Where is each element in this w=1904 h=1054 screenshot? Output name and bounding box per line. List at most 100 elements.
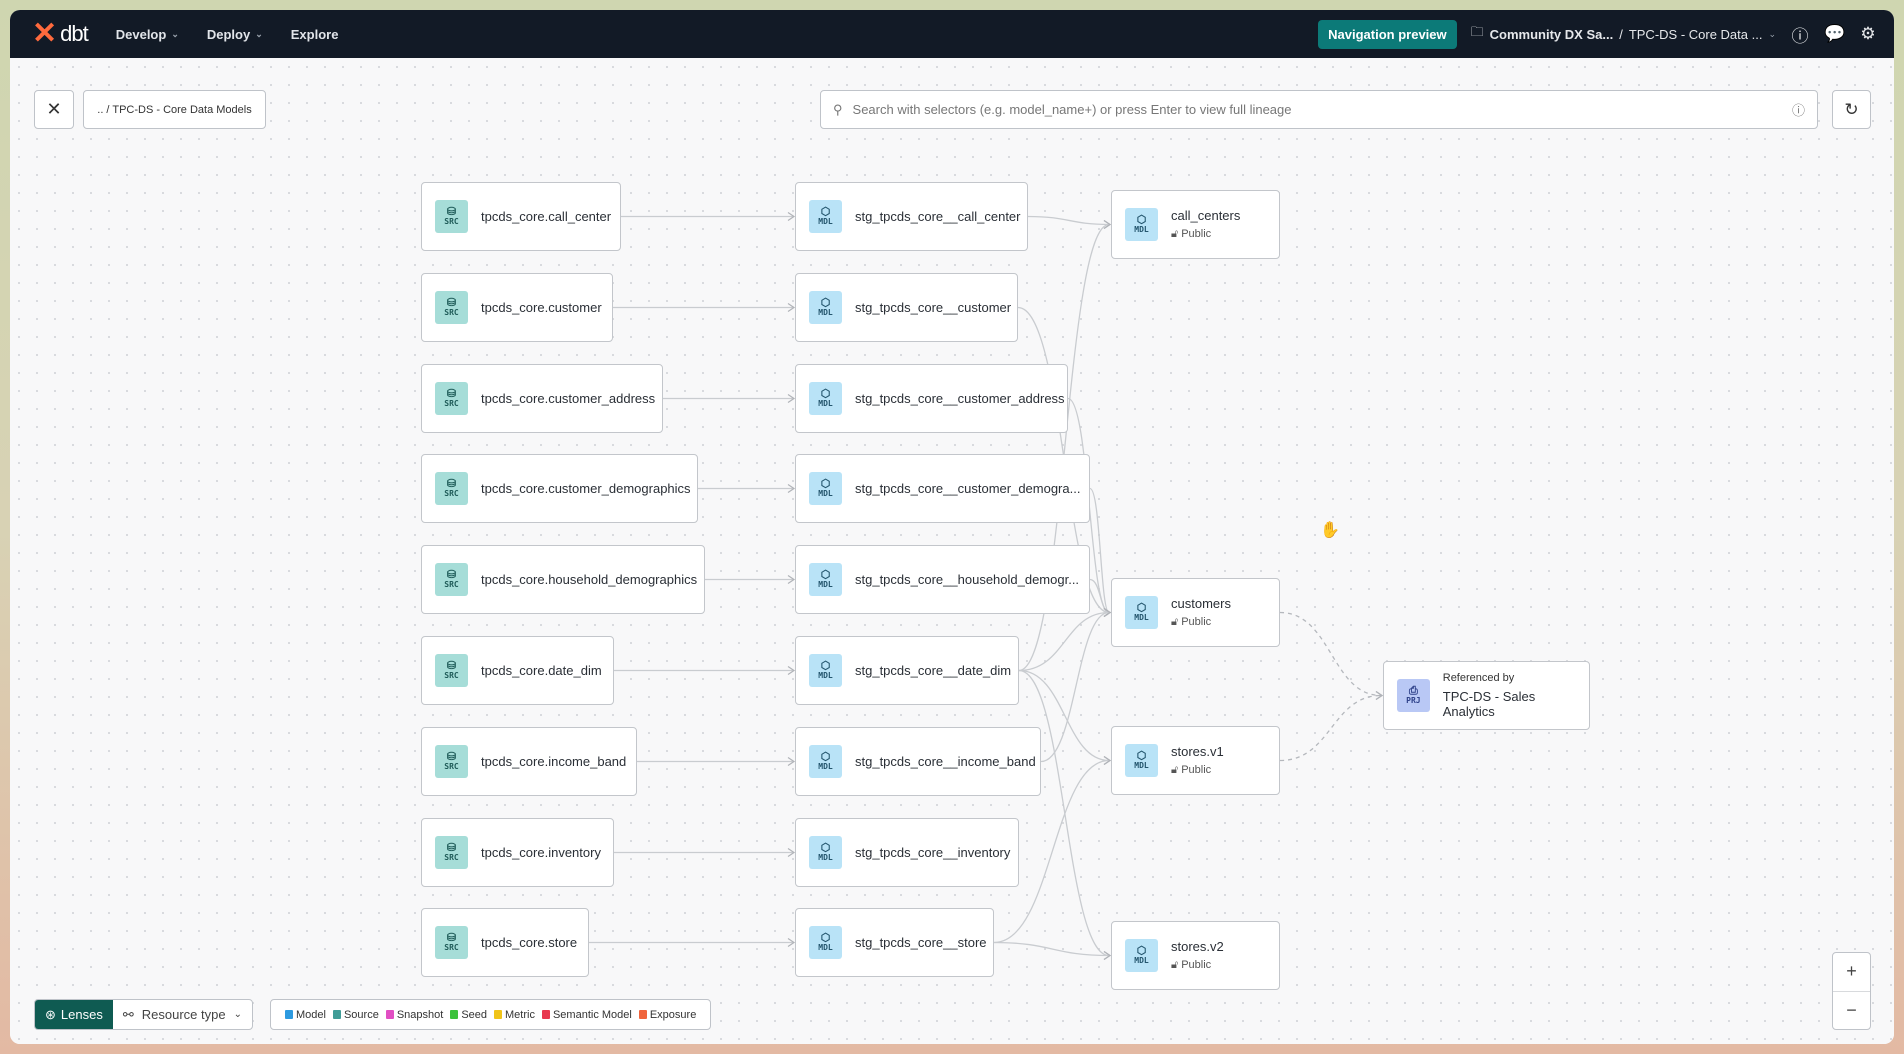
- badge-text: SRC: [444, 217, 459, 227]
- database-icon: ⛁: [446, 841, 457, 855]
- node-label: stg_tpcds_core__customer: [855, 300, 1012, 315]
- mdl-badge: ⬡MDL: [1125, 744, 1158, 777]
- feedback-icon[interactable]: 💬: [1824, 24, 1846, 43]
- edge-arrowhead: [1103, 608, 1112, 617]
- unlock-icon: 🔓︎: [1171, 228, 1179, 240]
- edge-arrowhead: [1103, 608, 1112, 617]
- legend-label: Snapshot: [396, 1008, 444, 1021]
- lineage-edge: [1027, 215, 1110, 226]
- lineage-node[interactable]: ⛁SRC tpcds_core.customer_address: [421, 364, 663, 433]
- hand-cursor-icon: ✋: [1320, 522, 1340, 539]
- refresh-button[interactable]: ↻: [1832, 90, 1871, 129]
- badge-text: SRC: [444, 580, 459, 590]
- legend-label: Semantic Model: [552, 1008, 632, 1021]
- chevron-down-icon: ⌄: [1768, 28, 1776, 39]
- src-badge: ⛁SRC: [435, 563, 468, 596]
- legend-item: Exposure: [638, 1008, 697, 1021]
- node-label: stg_tpcds_core__date_dim: [855, 663, 1012, 678]
- badge-text: MDL: [818, 308, 833, 318]
- node-label: customers: [1171, 596, 1231, 611]
- badge-text: MDL: [1134, 613, 1149, 623]
- node-label: tpcds_core.inventory: [481, 845, 601, 860]
- close-button[interactable]: ✕: [34, 90, 74, 129]
- src-badge: ⛁SRC: [435, 382, 468, 415]
- breadcrumb[interactable]: .. / TPC-DS - Core Data Models: [83, 90, 266, 129]
- lineage-edge: [1089, 487, 1110, 614]
- lenses-button[interactable]: ⊛Lenses: [35, 1000, 113, 1029]
- src-badge: ⛁SRC: [435, 291, 468, 324]
- edge-arrowhead: [1103, 608, 1112, 617]
- chevron-down-icon: ⌄: [255, 28, 263, 39]
- node-label: tpcds_core.customer_address: [481, 391, 656, 406]
- cross-project-edge: [1279, 694, 1382, 762]
- node-label: stg_tpcds_core__customer_demogra...: [855, 481, 1081, 496]
- legend-swatch: [332, 1010, 341, 1019]
- badge-text: MDL: [818, 580, 833, 590]
- info-icon[interactable]: ⓘ: [1791, 103, 1805, 118]
- legend-swatch: [385, 1010, 394, 1019]
- zoom-out-button[interactable]: −: [1833, 990, 1870, 1030]
- chevron-down-icon: ⌄: [233, 1009, 242, 1020]
- edge-arrowhead: [787, 938, 796, 947]
- badge-text: SRC: [444, 762, 459, 772]
- nav-develop[interactable]: Develop⌄: [115, 26, 179, 42]
- dbt-logo[interactable]: ✕dbt: [32, 17, 89, 50]
- lineage-node[interactable]: ⛁SRC tpcds_core.inventory: [421, 818, 614, 887]
- search-placeholder: Search with selectors (e.g. model_name+)…: [852, 102, 1292, 117]
- search-input[interactable]: ⚲ Search with selectors (e.g. model_name…: [820, 90, 1818, 129]
- badge-text: SRC: [444, 308, 459, 318]
- lineage-edge: [1018, 669, 1110, 957]
- badge-text: MDL: [818, 943, 833, 953]
- cube-icon: ⬡: [1136, 944, 1147, 958]
- help-icon[interactable]: ⓘ: [1791, 26, 1809, 46]
- cube-icon: ⬡: [820, 659, 831, 673]
- nav-explore[interactable]: Explore: [290, 26, 339, 42]
- legend-item: Source: [332, 1009, 379, 1021]
- lineage-canvas[interactable]: ✕ .. / TPC-DS - Core Data Models ⚲ Searc…: [10, 58, 1894, 1044]
- mdl-badge: ⬡MDL: [1125, 939, 1158, 972]
- cube-icon: ⬡: [820, 568, 831, 582]
- badge-text: MDL: [818, 489, 833, 499]
- cube-icon: ⬡: [1136, 749, 1147, 763]
- resource-type-dropdown[interactable]: ⚯Resource type⌄: [122, 1006, 242, 1023]
- edge-arrowhead: [787, 394, 796, 403]
- project-selector[interactable]: 🗀 Community DX Sa.../TPC-DS - Core Data …: [1471, 23, 1776, 45]
- mdl-badge: ⬡MDL: [809, 472, 842, 505]
- src-badge: ⛁SRC: [435, 745, 468, 778]
- database-icon: ⛁: [446, 568, 457, 582]
- navigation-preview-button[interactable]: Navigation preview: [1318, 19, 1457, 49]
- legend-label: Exposure: [649, 1008, 697, 1021]
- nav-deploy[interactable]: Deploy⌄: [206, 26, 263, 42]
- lineage-node[interactable]: ⬡MDL stg_tpcds_core__customer_demogra...: [795, 454, 1090, 523]
- badge-text: SRC: [444, 671, 459, 681]
- zoom-in-button[interactable]: +: [1846, 961, 1857, 982]
- prj-badge: ⎙PRJ: [1397, 679, 1430, 712]
- lineage-edge: [1018, 611, 1110, 672]
- node-label: tpcds_core.store: [481, 935, 578, 950]
- edge-arrowhead: [787, 848, 796, 857]
- settings-icon[interactable]: ⚙: [1860, 24, 1876, 43]
- database-icon: ⛁: [446, 659, 457, 673]
- badge-text: SRC: [444, 853, 459, 863]
